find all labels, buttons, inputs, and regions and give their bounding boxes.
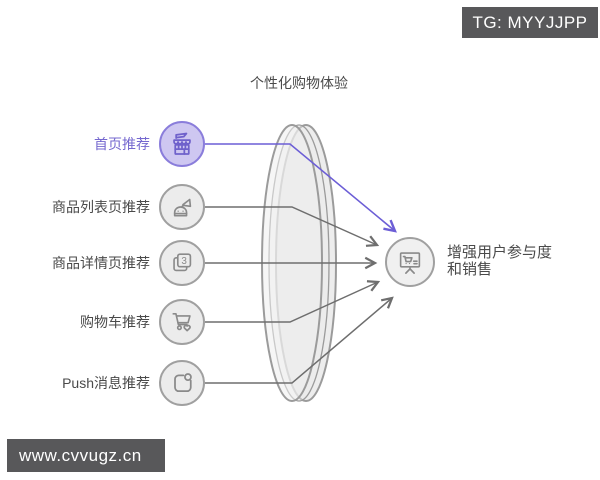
storefront-icon	[173, 132, 191, 155]
source-label: 首页推荐	[94, 136, 150, 152]
cart-heart-icon	[172, 313, 191, 332]
source-node-circle	[159, 299, 205, 345]
website-watermark-badge: www.cvvugz.cn	[7, 439, 165, 472]
stacked-pages-icon: 3	[173, 253, 192, 272]
source-label: 商品列表页推荐	[52, 199, 150, 215]
notification-icon	[174, 373, 192, 393]
diagram-title: 个性化购物体验	[250, 75, 348, 91]
source-node-circle	[159, 184, 205, 230]
source-label: 商品详情页推荐	[52, 255, 150, 271]
source-row-list-page: 商品列表页推荐	[0, 184, 205, 230]
target-label: 增强用户参与度 和销售	[447, 244, 552, 278]
source-label: 购物车推荐	[80, 314, 150, 330]
connector-list-page	[205, 206, 380, 247]
target-label-line2: 和销售	[447, 261, 493, 278]
source-node-circle: 3	[159, 240, 205, 286]
robot-megaphone-icon	[173, 198, 192, 217]
source-node-circle	[159, 360, 205, 406]
target-label-line1: 增强用户参与度	[447, 244, 553, 261]
telegram-watermark-badge: TG: MYYJJPP	[462, 7, 598, 38]
source-node-circle	[159, 121, 205, 167]
presentation-cart-icon	[399, 252, 421, 274]
connector-homepage	[205, 143, 397, 233]
connector-push	[205, 296, 394, 384]
target-node-circle	[385, 237, 435, 287]
source-row-push: Push消息推荐	[0, 360, 205, 406]
source-label: Push消息推荐	[62, 375, 150, 391]
connector-cart	[205, 280, 381, 323]
source-row-cart: 购物车推荐	[0, 299, 205, 345]
pages-number-label: 3	[181, 256, 187, 267]
source-row-homepage: 首页推荐	[0, 121, 205, 167]
source-row-detail-page: 商品详情页推荐 3	[0, 240, 205, 286]
